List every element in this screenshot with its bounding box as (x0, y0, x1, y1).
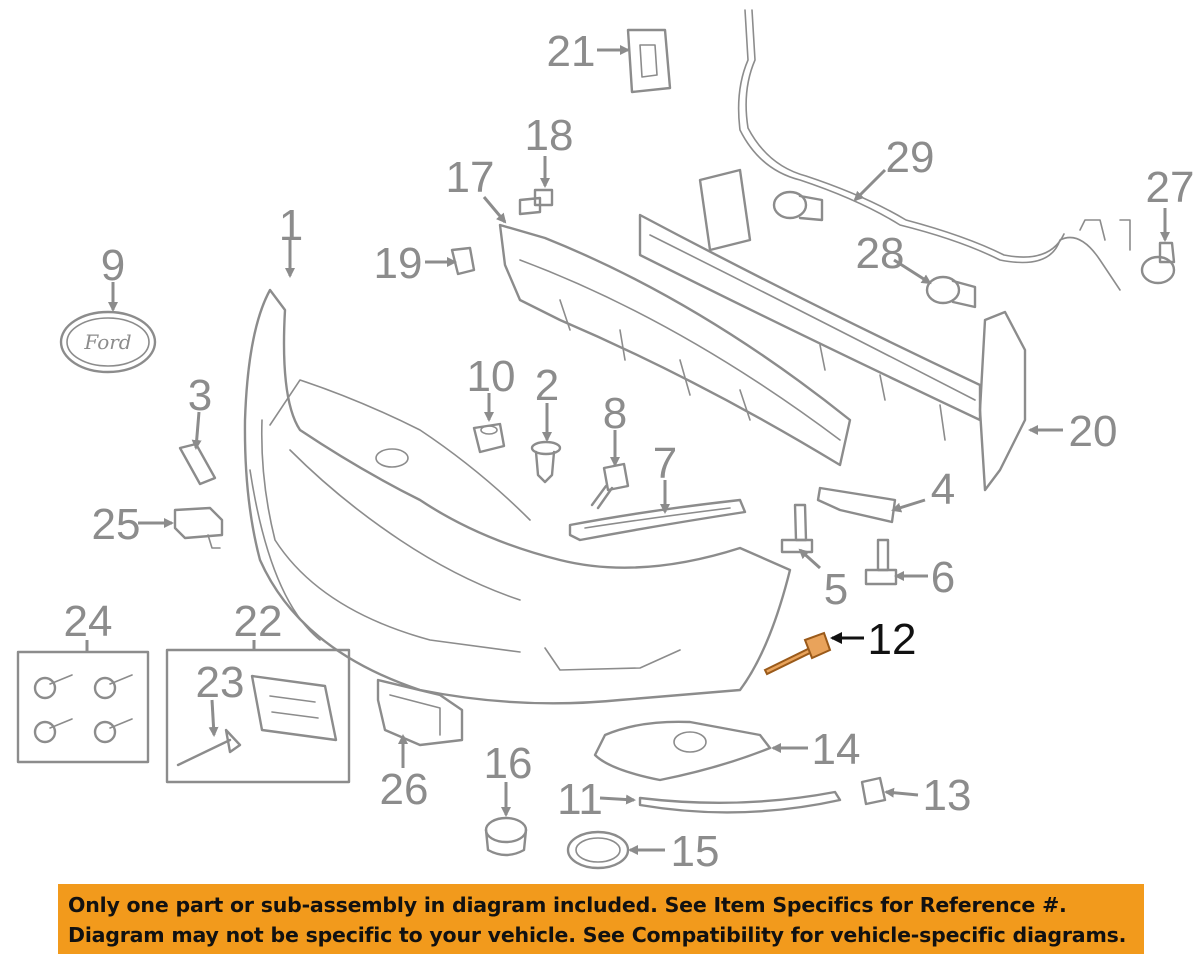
wiring-harness (737, 9, 1131, 291)
leader-lines (85, 45, 1170, 855)
callout-27: 27 (1146, 163, 1195, 212)
callout-12: 12 (868, 615, 917, 664)
bumper-cover (243, 288, 792, 705)
callout-11: 11 (557, 775, 603, 824)
callout-19: 19 (374, 239, 423, 288)
cap-3 (178, 442, 217, 486)
bracket-21 (626, 28, 672, 94)
callout-13: 13 (923, 771, 972, 820)
callout-5: 5 (824, 565, 848, 614)
callout-28: 28 (856, 229, 905, 278)
callout-1: 1 (279, 201, 303, 250)
nut-10 (472, 422, 506, 454)
callout-22: 22 (234, 597, 283, 646)
callout-16: 16 (484, 739, 533, 788)
bolt-6 (864, 538, 898, 586)
disclaimer-line-2: Diagram may not be specific to your vehi… (68, 923, 1127, 947)
fog-lamp-bezel (593, 720, 772, 782)
callout-2: 2 (535, 361, 559, 410)
clip-13 (860, 776, 887, 806)
callout-10: 10 (467, 352, 516, 401)
callout-labels: 1 2 3 4 5 6 7 8 9 10 11 12 13 14 15 16 1… (64, 27, 1195, 876)
callout-14: 14 (812, 725, 861, 774)
ford-oval-emblem: Ford (59, 310, 157, 374)
push-pin-2 (530, 440, 562, 484)
molding-11 (638, 790, 842, 814)
callout-25: 25 (92, 500, 141, 549)
sensor-25 (173, 506, 224, 549)
callout-6: 6 (931, 553, 955, 602)
parts-diagram: Ford (16, 9, 1195, 876)
trim-ring-15 (566, 830, 630, 870)
callout-9: 9 (101, 241, 125, 290)
callout-8: 8 (603, 389, 627, 438)
callout-3: 3 (188, 371, 212, 420)
bracket-4 (816, 486, 897, 524)
callout-26: 26 (380, 765, 429, 814)
bolt-18 (518, 188, 554, 216)
screw-kit-box-24 (16, 650, 150, 764)
callout-21: 21 (547, 27, 596, 76)
callout-15: 15 (671, 827, 720, 876)
callout-29: 29 (886, 133, 935, 182)
disclaimer-line-1: Only one part or sub-assembly in diagram… (68, 893, 1067, 917)
logo-text: Ford (83, 330, 131, 354)
clip-19 (450, 246, 476, 276)
callout-23: 23 (196, 658, 245, 707)
plate-kit-box-22 (165, 648, 351, 784)
bolt-12-highlighted (763, 631, 832, 676)
callout-24: 24 (64, 597, 113, 646)
holder-16 (484, 816, 528, 857)
callout-4: 4 (931, 465, 955, 514)
sensor-27 (1140, 241, 1176, 285)
bolt-8 (590, 462, 630, 510)
callout-20: 20 (1069, 407, 1118, 456)
bumper-reinforcement (638, 168, 1027, 492)
parking-sensor (772, 190, 977, 309)
energy-absorber (498, 223, 852, 467)
module-26 (376, 678, 464, 747)
callout-7: 7 (653, 439, 677, 488)
callout-18: 18 (525, 111, 574, 160)
disclaimer-banner: Only one part or sub-assembly in diagram… (58, 884, 1144, 954)
callout-17: 17 (446, 153, 495, 202)
bolt-5 (780, 503, 814, 554)
bracket-7 (568, 498, 747, 542)
